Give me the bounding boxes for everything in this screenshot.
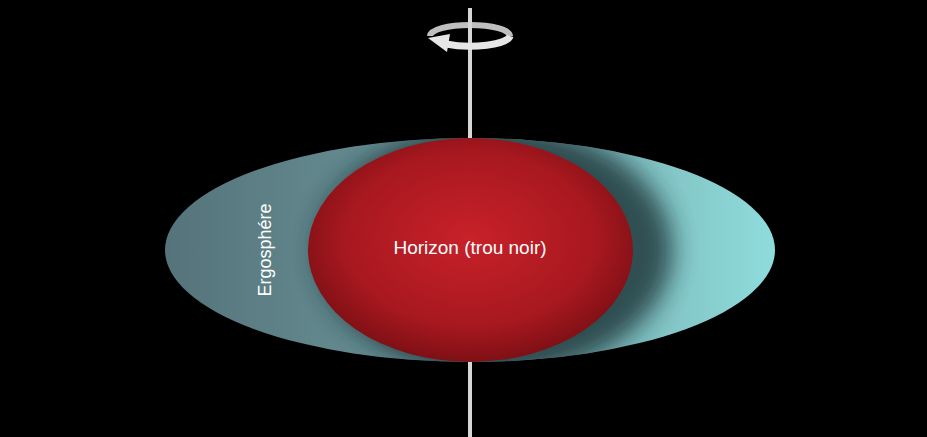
ergosphere-fill [165,138,775,362]
region-label: Horizon (trou noir) [393,237,546,259]
ergosphere-ellipse: Ergosphére Horizon (trou noir) [165,138,775,362]
horizon-ellipse: Horizon (trou noir) [308,138,633,362]
rotation-arrow-front [446,36,510,46]
rotation-arrowhead [428,34,450,52]
horizon-fill [308,138,633,362]
region-label: Ergosphére [255,203,276,296]
